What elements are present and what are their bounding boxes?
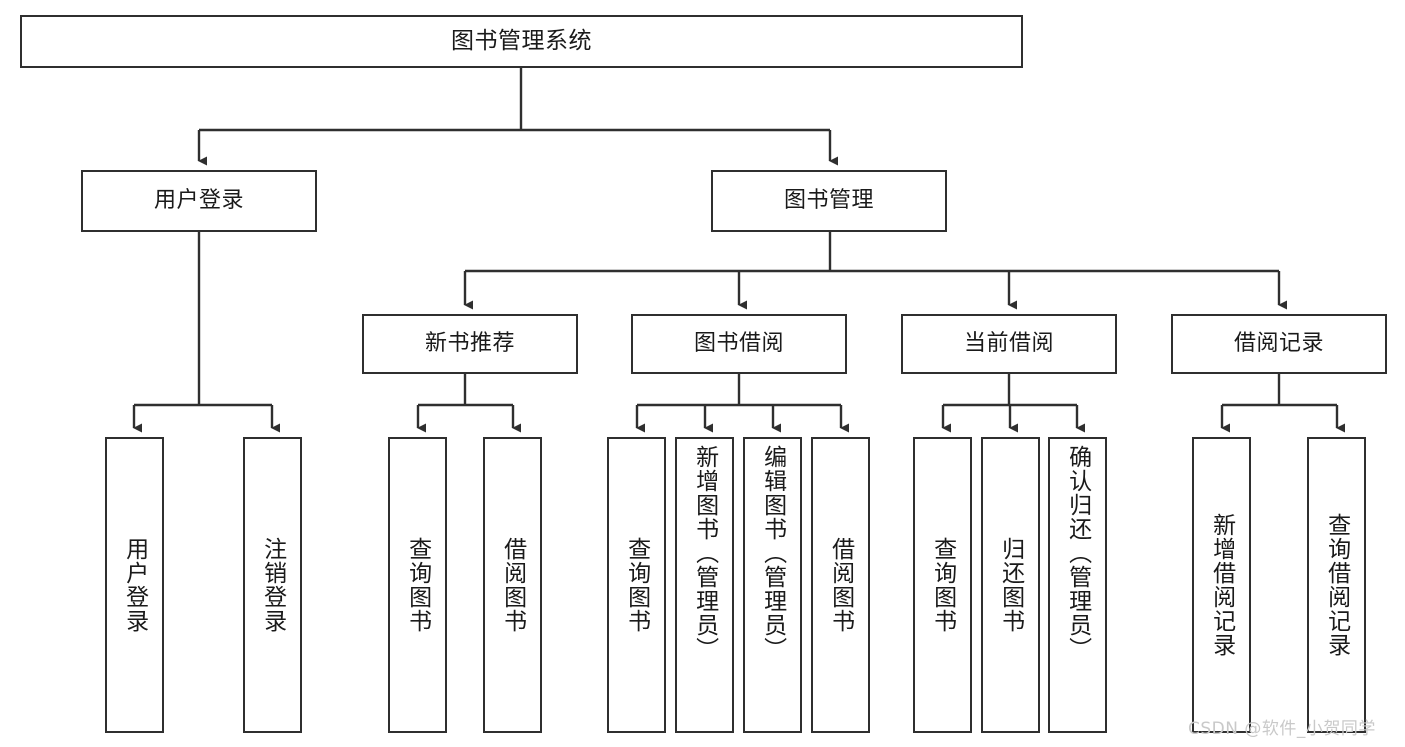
leaf-user-login[interactable]: 用户登录 [105, 437, 164, 733]
node-label: 归还图书 [997, 537, 1024, 633]
node-label: 当前借阅 [963, 331, 1054, 357]
leaf-logout[interactable]: 注销登录 [243, 437, 302, 733]
node-label: 图书借阅 [693, 331, 784, 357]
node-label: 查询图书 [623, 537, 650, 633]
node-new-book-recommendation[interactable]: 新书推荐 [362, 314, 578, 374]
node-label: 借阅图书 [827, 537, 854, 633]
leaf-edit-book-admin[interactable]: 编辑图书（管理员） [743, 437, 802, 733]
node-label: 用户登录 [153, 188, 244, 214]
leaf-confirm-return-admin[interactable]: 确认归还（管理员） [1048, 437, 1107, 733]
node-current-borrowing[interactable]: 当前借阅 [901, 314, 1117, 374]
leaf-add-book-admin[interactable]: 新增图书（管理员） [675, 437, 734, 733]
leaf-query-book-new-rec[interactable]: 查询图书 [388, 437, 447, 733]
csdn-watermark: CSDN @软件_小贺同学 [1188, 719, 1376, 739]
node-label: 确认归还（管理员） [1064, 445, 1091, 661]
node-label: 图书管理系统 [451, 27, 592, 54]
node-label: 注销登录 [259, 537, 286, 633]
node-label: 图书管理 [783, 188, 874, 214]
node-book-borrowing[interactable]: 图书借阅 [631, 314, 847, 374]
leaf-add-borrow-record[interactable]: 新增借阅记录 [1192, 437, 1251, 733]
node-user-login[interactable]: 用户登录 [81, 170, 317, 232]
node-label: 查询借阅记录 [1323, 513, 1350, 657]
node-book-management[interactable]: 图书管理 [711, 170, 947, 232]
node-label: 新书推荐 [424, 331, 515, 357]
node-borrowing-record[interactable]: 借阅记录 [1171, 314, 1387, 374]
node-label: 借阅记录 [1233, 331, 1324, 357]
node-label: 查询图书 [404, 537, 431, 633]
leaf-query-borrow-record[interactable]: 查询借阅记录 [1307, 437, 1366, 733]
node-label: 编辑图书（管理员） [759, 445, 786, 661]
node-root-book-management-system[interactable]: 图书管理系统 [20, 15, 1023, 68]
leaf-borrow-book-new-rec[interactable]: 借阅图书 [483, 437, 542, 733]
node-label: 查询图书 [929, 537, 956, 633]
node-label: 借阅图书 [499, 537, 526, 633]
node-label: 新增图书（管理员） [691, 445, 718, 661]
node-label: 用户登录 [121, 537, 148, 633]
leaf-query-book-borrow[interactable]: 查询图书 [607, 437, 666, 733]
leaf-borrow-book-borrow[interactable]: 借阅图书 [811, 437, 870, 733]
leaf-return-book[interactable]: 归还图书 [981, 437, 1040, 733]
node-label: 新增借阅记录 [1208, 513, 1235, 657]
leaf-query-book-current[interactable]: 查询图书 [913, 437, 972, 733]
